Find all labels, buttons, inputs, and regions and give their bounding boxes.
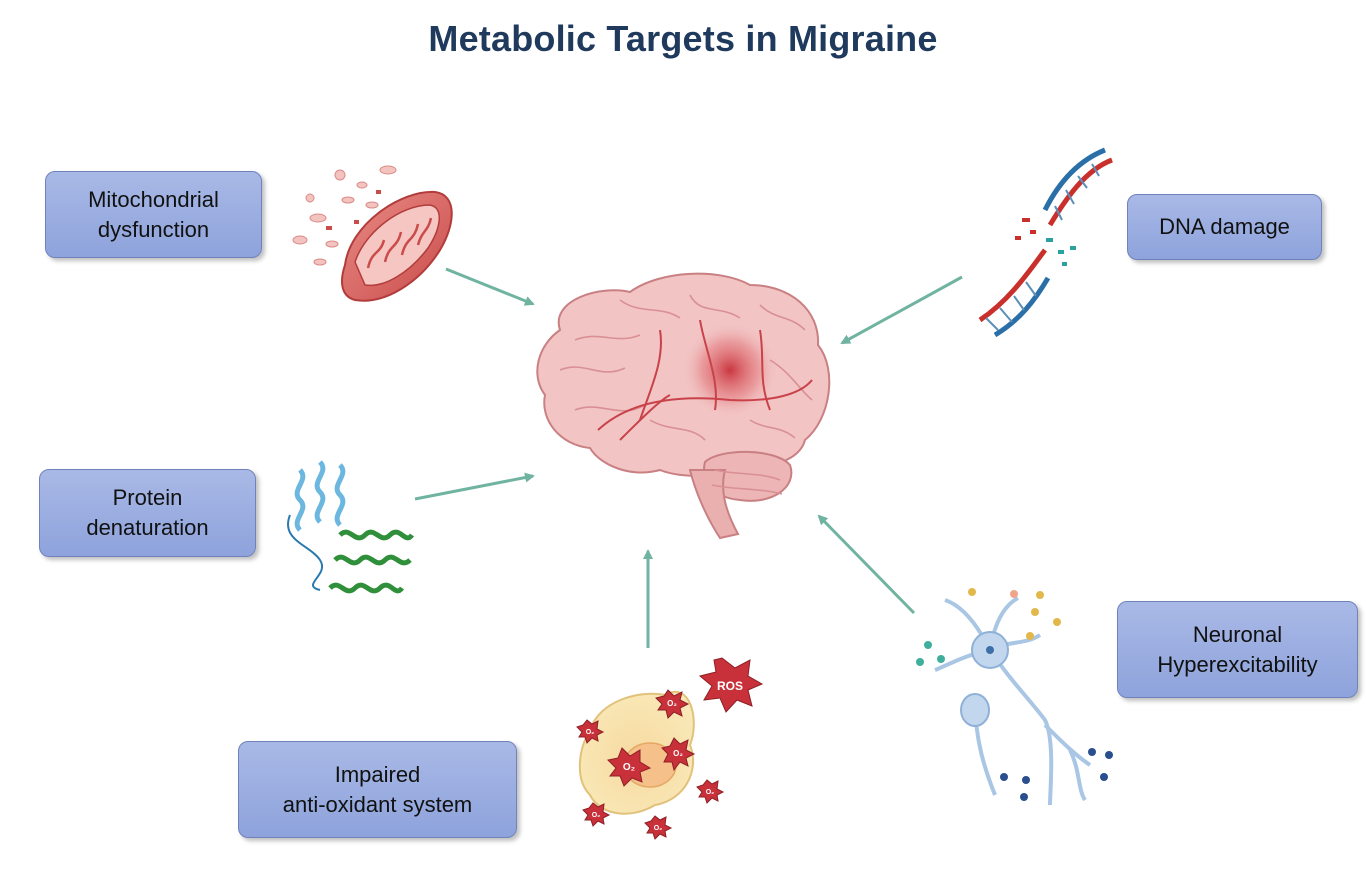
arrow-protein <box>414 472 535 501</box>
ros-bursts <box>576 657 764 840</box>
o2-text: O₂ <box>667 699 677 708</box>
antioxidant-system-label: Impaired anti-oxidant system <box>238 741 517 838</box>
diagram-title: Metabolic Targets in Migraine <box>428 18 938 59</box>
arrow-neuron <box>817 514 916 615</box>
brain-icon <box>536 272 831 540</box>
o2-text: O₂ <box>623 762 635 773</box>
o2-text: O₂ <box>654 825 663 832</box>
arrow-mito <box>445 267 535 306</box>
protein-denaturation-label: Protein denaturation <box>39 469 256 557</box>
dna-damage-label: DNA damage <box>1127 194 1322 260</box>
mitochondrion-icon <box>292 165 453 302</box>
protein-icon <box>287 460 415 594</box>
arrow-dna <box>840 275 963 345</box>
ros-text: ROS <box>717 679 743 693</box>
mitochondrial-dysfunction-label: Mitochondrial dysfunction <box>45 171 262 258</box>
dna-icon <box>978 147 1113 338</box>
neuron-icon <box>916 588 1113 806</box>
neuronal-hyperexcitability-label: Neuronal Hyperexcitability <box>1117 601 1358 698</box>
o2-text: O₂ <box>673 749 683 758</box>
o2-text: O₂ <box>586 729 595 736</box>
ros-labels: ROS O₂ O₂ O₂ O₂ O₂ O₂ O₂ <box>586 679 743 832</box>
o2-text: O₂ <box>706 789 715 796</box>
arrows <box>414 267 963 648</box>
o2-text: O₂ <box>592 812 601 819</box>
